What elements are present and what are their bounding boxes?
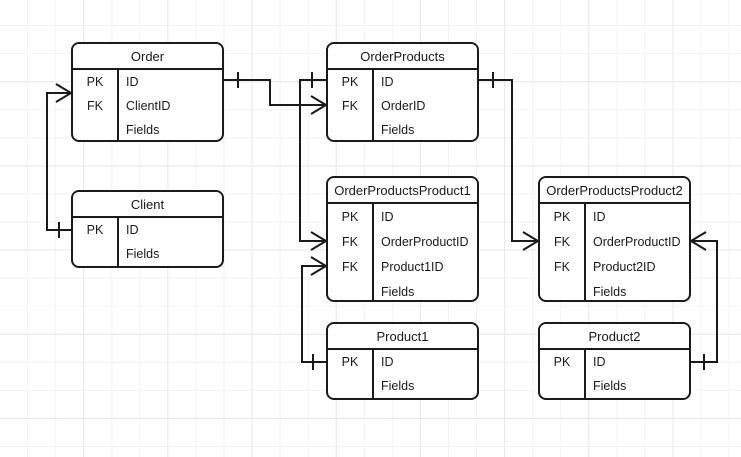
entity-title: Product1: [328, 324, 477, 350]
key-cell: PK: [341, 209, 359, 224]
field-cell: ID: [593, 355, 606, 369]
field-cell: Fields: [126, 123, 160, 137]
key-cell: FK: [554, 234, 570, 249]
entity-title: OrderProductsProduct2: [540, 178, 689, 204]
key-cell: FK: [342, 259, 358, 274]
key-cell: PK: [341, 355, 359, 369]
crows-foot-many-marker: [55, 83, 72, 103]
field-column: ID OrderProductID Product1ID Fields: [374, 204, 477, 300]
relationship-orderproducts-orderproductsproduct2[interactable]: [479, 72, 539, 251]
field-cell: ID: [126, 223, 139, 237]
key-cell: [73, 242, 117, 266]
field-column: ID OrderProductID Product2ID Fields: [586, 204, 689, 300]
key-cell: [328, 118, 372, 140]
field-column: ID ClientID Fields: [119, 70, 222, 140]
key-cell: [328, 374, 372, 398]
relationship-order-orderproducts[interactable]: [224, 72, 327, 115]
entity-title: OrderProductsProduct1: [328, 178, 477, 204]
key-cell: FK: [554, 259, 570, 274]
entity-fields: PK ID Fields: [73, 218, 222, 266]
key-column: PK: [540, 350, 586, 398]
crows-foot-many-marker: [522, 231, 539, 251]
field-cell: OrderID: [381, 99, 426, 113]
field-cell: ClientID: [126, 99, 171, 113]
key-cell: [540, 279, 584, 300]
field-cell: Product1ID: [381, 259, 444, 274]
key-cell: [328, 279, 372, 300]
entity-fields: PK FK FK ID OrderProductID Product1ID Fields: [328, 204, 477, 300]
key-cell: PK: [553, 209, 571, 224]
key-column: PK FK FK: [540, 204, 586, 300]
field-cell: ID: [381, 355, 394, 369]
entity-title: Order: [73, 44, 222, 70]
key-cell: PK: [86, 223, 104, 237]
entity-fields: PK FK ID OrderID Fields: [328, 70, 477, 140]
key-column: PK FK FK: [328, 204, 374, 300]
field-cell: OrderProductID: [593, 234, 681, 249]
relationship-orderproductsproduct1-product1[interactable]: [301, 256, 327, 370]
field-cell: Fields: [381, 284, 415, 299]
key-cell: PK: [86, 75, 104, 89]
crows-foot-many-marker: [690, 231, 707, 251]
field-cell: Fields: [593, 379, 627, 393]
field-cell: Product2ID: [593, 259, 656, 274]
key-cell: FK: [87, 99, 103, 113]
key-cell: FK: [342, 99, 358, 113]
entity-fields: PK FK FK ID OrderProductID Product2ID Fields: [540, 204, 689, 300]
field-cell: ID: [126, 75, 139, 89]
entity-title: OrderProducts: [328, 44, 477, 70]
crows-foot-many-marker: [310, 256, 327, 276]
relationship-order-client[interactable]: [46, 83, 72, 238]
crows-foot-many-marker: [310, 95, 327, 115]
field-cell: ID: [381, 209, 394, 224]
relationship-orderproductsproduct2-product2[interactable]: [690, 231, 718, 370]
key-column: PK: [73, 218, 119, 266]
field-column: ID Fields: [374, 350, 477, 398]
entity-title: Client: [73, 192, 222, 218]
key-column: PK FK: [328, 70, 374, 140]
field-column: ID Fields: [586, 350, 689, 398]
connector-line: [224, 79, 326, 106]
field-cell: Fields: [126, 247, 160, 261]
connector-line: [479, 79, 538, 242]
field-cell: ID: [593, 209, 606, 224]
entity-fields: PK ID Fields: [328, 350, 477, 398]
key-cell: [540, 374, 584, 398]
key-column: PK FK: [73, 70, 119, 140]
connector-line: [46, 92, 71, 231]
entity-title: Product2: [540, 324, 689, 350]
field-cell: Fields: [381, 123, 415, 137]
connector-line: [301, 265, 326, 363]
field-cell: OrderProductID: [381, 234, 469, 249]
field-column: ID OrderID Fields: [374, 70, 477, 140]
relationship-orderproducts-orderproductsproduct1[interactable]: [299, 72, 327, 251]
field-cell: ID: [381, 75, 394, 89]
key-cell: [73, 118, 117, 140]
entity-fields: PK FK ID ClientID Fields: [73, 70, 222, 140]
field-cell: Fields: [593, 284, 627, 299]
field-column: ID Fields: [119, 218, 222, 266]
crows-foot-many-marker: [310, 231, 327, 251]
connector-line: [691, 240, 718, 363]
key-column: PK: [328, 350, 374, 398]
key-cell: PK: [341, 75, 359, 89]
key-cell: PK: [553, 355, 571, 369]
key-cell: FK: [342, 234, 358, 249]
field-cell: Fields: [381, 379, 415, 393]
entity-fields: PK ID Fields: [540, 350, 689, 398]
